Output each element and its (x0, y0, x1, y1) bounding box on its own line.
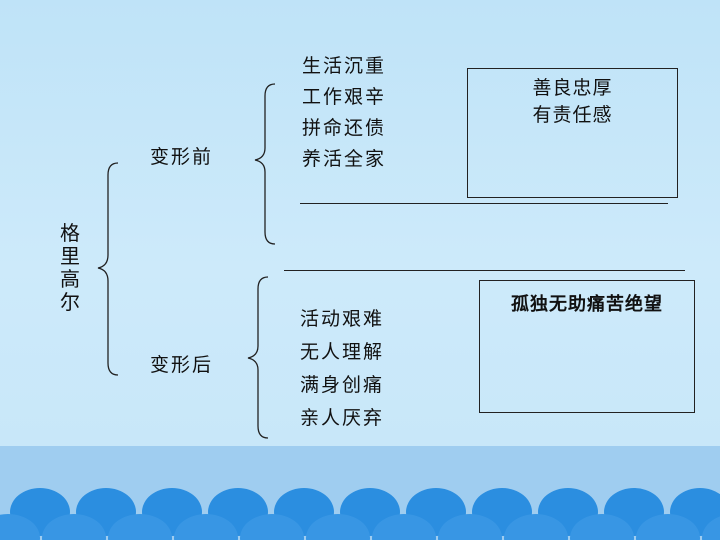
wave-scallop (636, 514, 700, 540)
wave-scallop (0, 514, 40, 540)
before-label: 变形前 (150, 146, 214, 168)
wave-scallop (438, 514, 502, 540)
root-char: 格 (60, 221, 80, 245)
wave-scallop (372, 514, 436, 540)
after-items: 活动艰难 无人理解 满身创痛 亲人厌弃 (300, 303, 384, 435)
slide-background (0, 0, 720, 446)
wave-scallop (306, 514, 370, 540)
before-underline (300, 203, 668, 204)
list-item: 满身创痛 (300, 374, 385, 396)
after-summary-box: 孤独无助痛苦绝望 (479, 280, 695, 413)
wave-scallop (702, 516, 720, 540)
list-item: 活动艰难 (300, 308, 385, 330)
summary-text: 孤独无助痛苦绝望 (511, 294, 663, 315)
root-char: 高 (60, 267, 80, 291)
wave-scallop (108, 514, 172, 540)
wave-decoration (0, 488, 720, 540)
summary-line: 善良忠厚 (532, 77, 613, 99)
before-brace (254, 83, 276, 245)
root-label: 格 里 高 尔 (58, 222, 82, 314)
wave-scallop (570, 514, 634, 540)
wave-scallop (504, 514, 568, 540)
root-char: 尔 (60, 290, 80, 314)
list-item: 养活全家 (302, 148, 387, 170)
list-item: 工作艰辛 (302, 86, 387, 108)
before-items: 生活沉重 工作艰辛 拼命还债 养活全家 (302, 51, 386, 175)
list-item: 拼命还债 (302, 117, 387, 139)
list-item: 亲人厌弃 (300, 407, 385, 429)
list-item: 无人理解 (300, 341, 385, 363)
root-brace (97, 162, 119, 376)
before-summary-box: 善良忠厚 有责任感 (467, 68, 678, 198)
after-brace (247, 276, 269, 439)
list-item: 生活沉重 (302, 55, 387, 77)
after-label: 变形后 (150, 354, 214, 376)
wave-scallop (240, 514, 304, 540)
wave-scallop (42, 514, 106, 540)
wave-scallop (174, 514, 238, 540)
section-divider (284, 270, 685, 271)
root-char: 里 (60, 244, 80, 268)
summary-line: 有责任感 (532, 104, 613, 126)
